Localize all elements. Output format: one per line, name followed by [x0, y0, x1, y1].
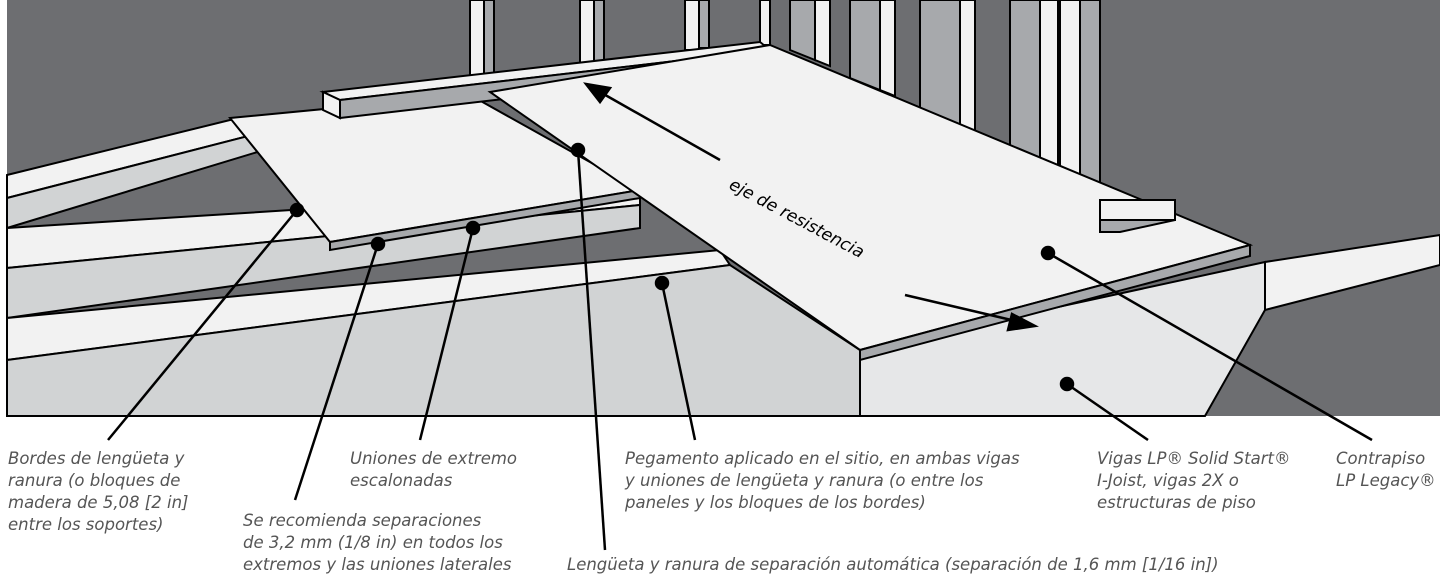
- subfloor-panel-left: [228, 93, 643, 252]
- callout-staggered-joints: Uniones de extremo escalonadas: [350, 449, 518, 490]
- callout-self-gapping: Lengüeta y ranura de separación automáti…: [567, 555, 1219, 574]
- callout-gap-recommendation: Se recomienda separaciones de 3,2 mm (1/…: [243, 511, 512, 574]
- callout-joists: Vigas LP® Solid Start® I-Joist, vigas 2X…: [1097, 449, 1291, 512]
- subfloor-panel-right: [487, 43, 1254, 362]
- callout-field-glue: Pegamento aplicado en el sitio, en ambas…: [625, 449, 1020, 512]
- strength-axis-arrows: [583, 82, 1039, 332]
- callout-subfloor: Contrapiso LP Legacy®: [1336, 449, 1436, 490]
- side-sill: [1099, 199, 1176, 233]
- callout-tongue-groove-edges: Bordes de lengüeta y ranura (o bloques d…: [8, 449, 189, 534]
- callout-leaders: [107, 142, 1373, 551]
